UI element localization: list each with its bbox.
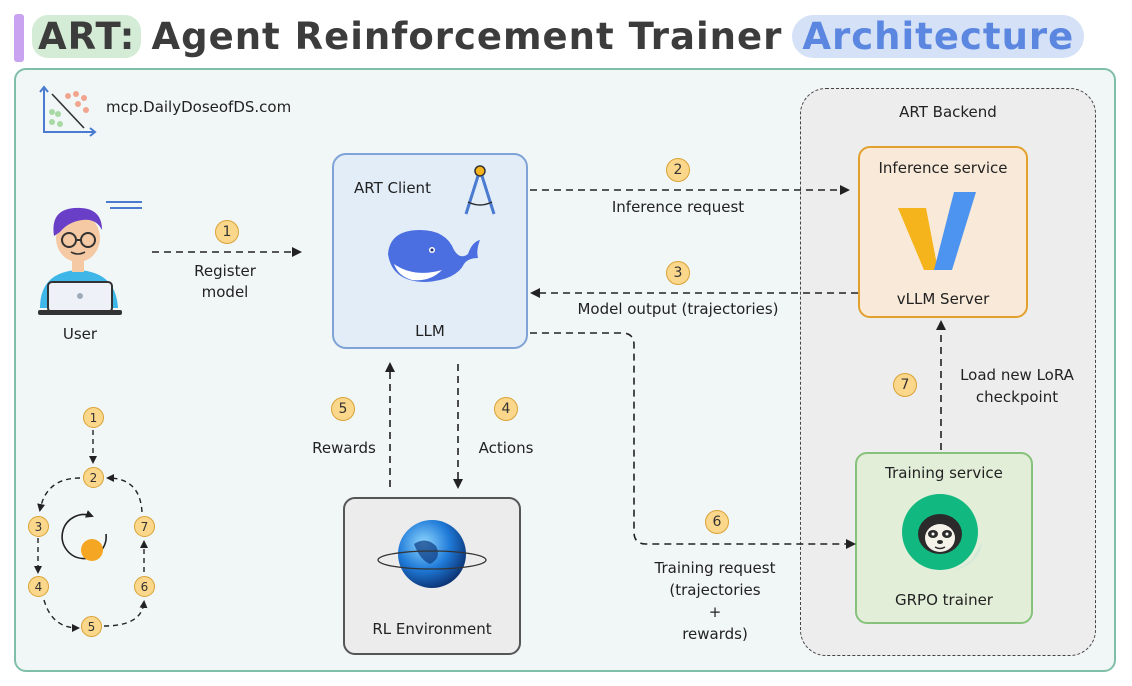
step-badge-6: 6 — [705, 510, 729, 534]
cycle-badge-1: 1 — [83, 407, 104, 428]
mini-cycle-arrows — [34, 430, 148, 632]
step-badge-7: 7 — [893, 373, 917, 397]
step-badge-5: 5 — [331, 397, 355, 421]
step-7-label: Load new LoRA checkpoint — [944, 364, 1090, 408]
step-badge-1: 1 — [215, 220, 239, 244]
step-3-label: Model output (trajectories) — [577, 300, 779, 318]
step-1-label-line: model — [201, 283, 249, 301]
art-backend-title: ART Backend — [899, 103, 997, 121]
cycle-badge-4: 4 — [28, 576, 49, 597]
step-6-label-line: rewards) — [682, 625, 748, 643]
cycle-badge-3: 3 — [28, 516, 49, 537]
inference-service-title: Inference service — [878, 159, 1008, 177]
step-badge-3: 3 — [666, 261, 690, 285]
vllm-server-label: vLLM Server — [896, 290, 990, 308]
art-client-title: ART Client — [354, 179, 431, 197]
sloth-logo-icon — [902, 494, 982, 570]
step-4-label: Actions — [478, 439, 534, 457]
chart-logo-icon — [39, 85, 97, 137]
globe-icon — [377, 520, 487, 588]
user-label: User — [62, 325, 98, 343]
refresh-cycle-icon — [61, 510, 107, 561]
cycle-badge-7: 7 — [134, 516, 155, 537]
title-accent-bar — [14, 14, 24, 62]
cycle-badge-6: 6 — [134, 576, 155, 597]
step-1-label-line: Register — [194, 262, 256, 280]
title-part-architecture: Architecture — [792, 14, 1085, 58]
training-service-box[interactable] — [855, 452, 1033, 624]
inference-service-box[interactable] — [858, 146, 1028, 318]
cycle-badge-5: 5 — [81, 616, 102, 637]
step-2-label: Inference request — [611, 198, 745, 216]
cycle-badge-2: 2 — [83, 467, 104, 488]
whale-icon — [388, 230, 480, 282]
step-badge-4: 4 — [494, 397, 518, 421]
step-6-label: Training request (trajectories + rewards… — [640, 557, 790, 645]
step-7-label-line: Load new LoRA — [960, 366, 1074, 384]
compass-icon — [464, 165, 496, 215]
page-title: ART: Agent Reinforcement Trainer Archite… — [32, 8, 1085, 64]
step-7-label-line: checkpoint — [975, 388, 1059, 406]
step-badge-2: 2 — [666, 158, 690, 182]
arrow-training-request — [530, 332, 856, 549]
step-6-label-line: Training request — [654, 559, 776, 577]
brand-url[interactable]: mcp.DailyDoseofDS.com — [106, 98, 292, 116]
user-laptop-icon — [38, 201, 142, 315]
title-part-name: Agent Reinforcement Trainer — [151, 14, 783, 58]
llm-label: LLM — [415, 322, 445, 340]
step-5-label: Rewards — [312, 439, 376, 457]
step-1-label: Register model — [180, 261, 270, 303]
step-6-label-line: (trajectories — [669, 581, 761, 599]
grpo-trainer-label: GRPO trainer — [895, 591, 993, 609]
training-service-title: Training service — [885, 464, 1003, 482]
vllm-logo-icon — [898, 192, 976, 270]
title-part-art: ART: — [32, 14, 142, 58]
step-6-label-line: + — [708, 603, 722, 621]
rl-environment-label: RL Environment — [372, 620, 492, 638]
